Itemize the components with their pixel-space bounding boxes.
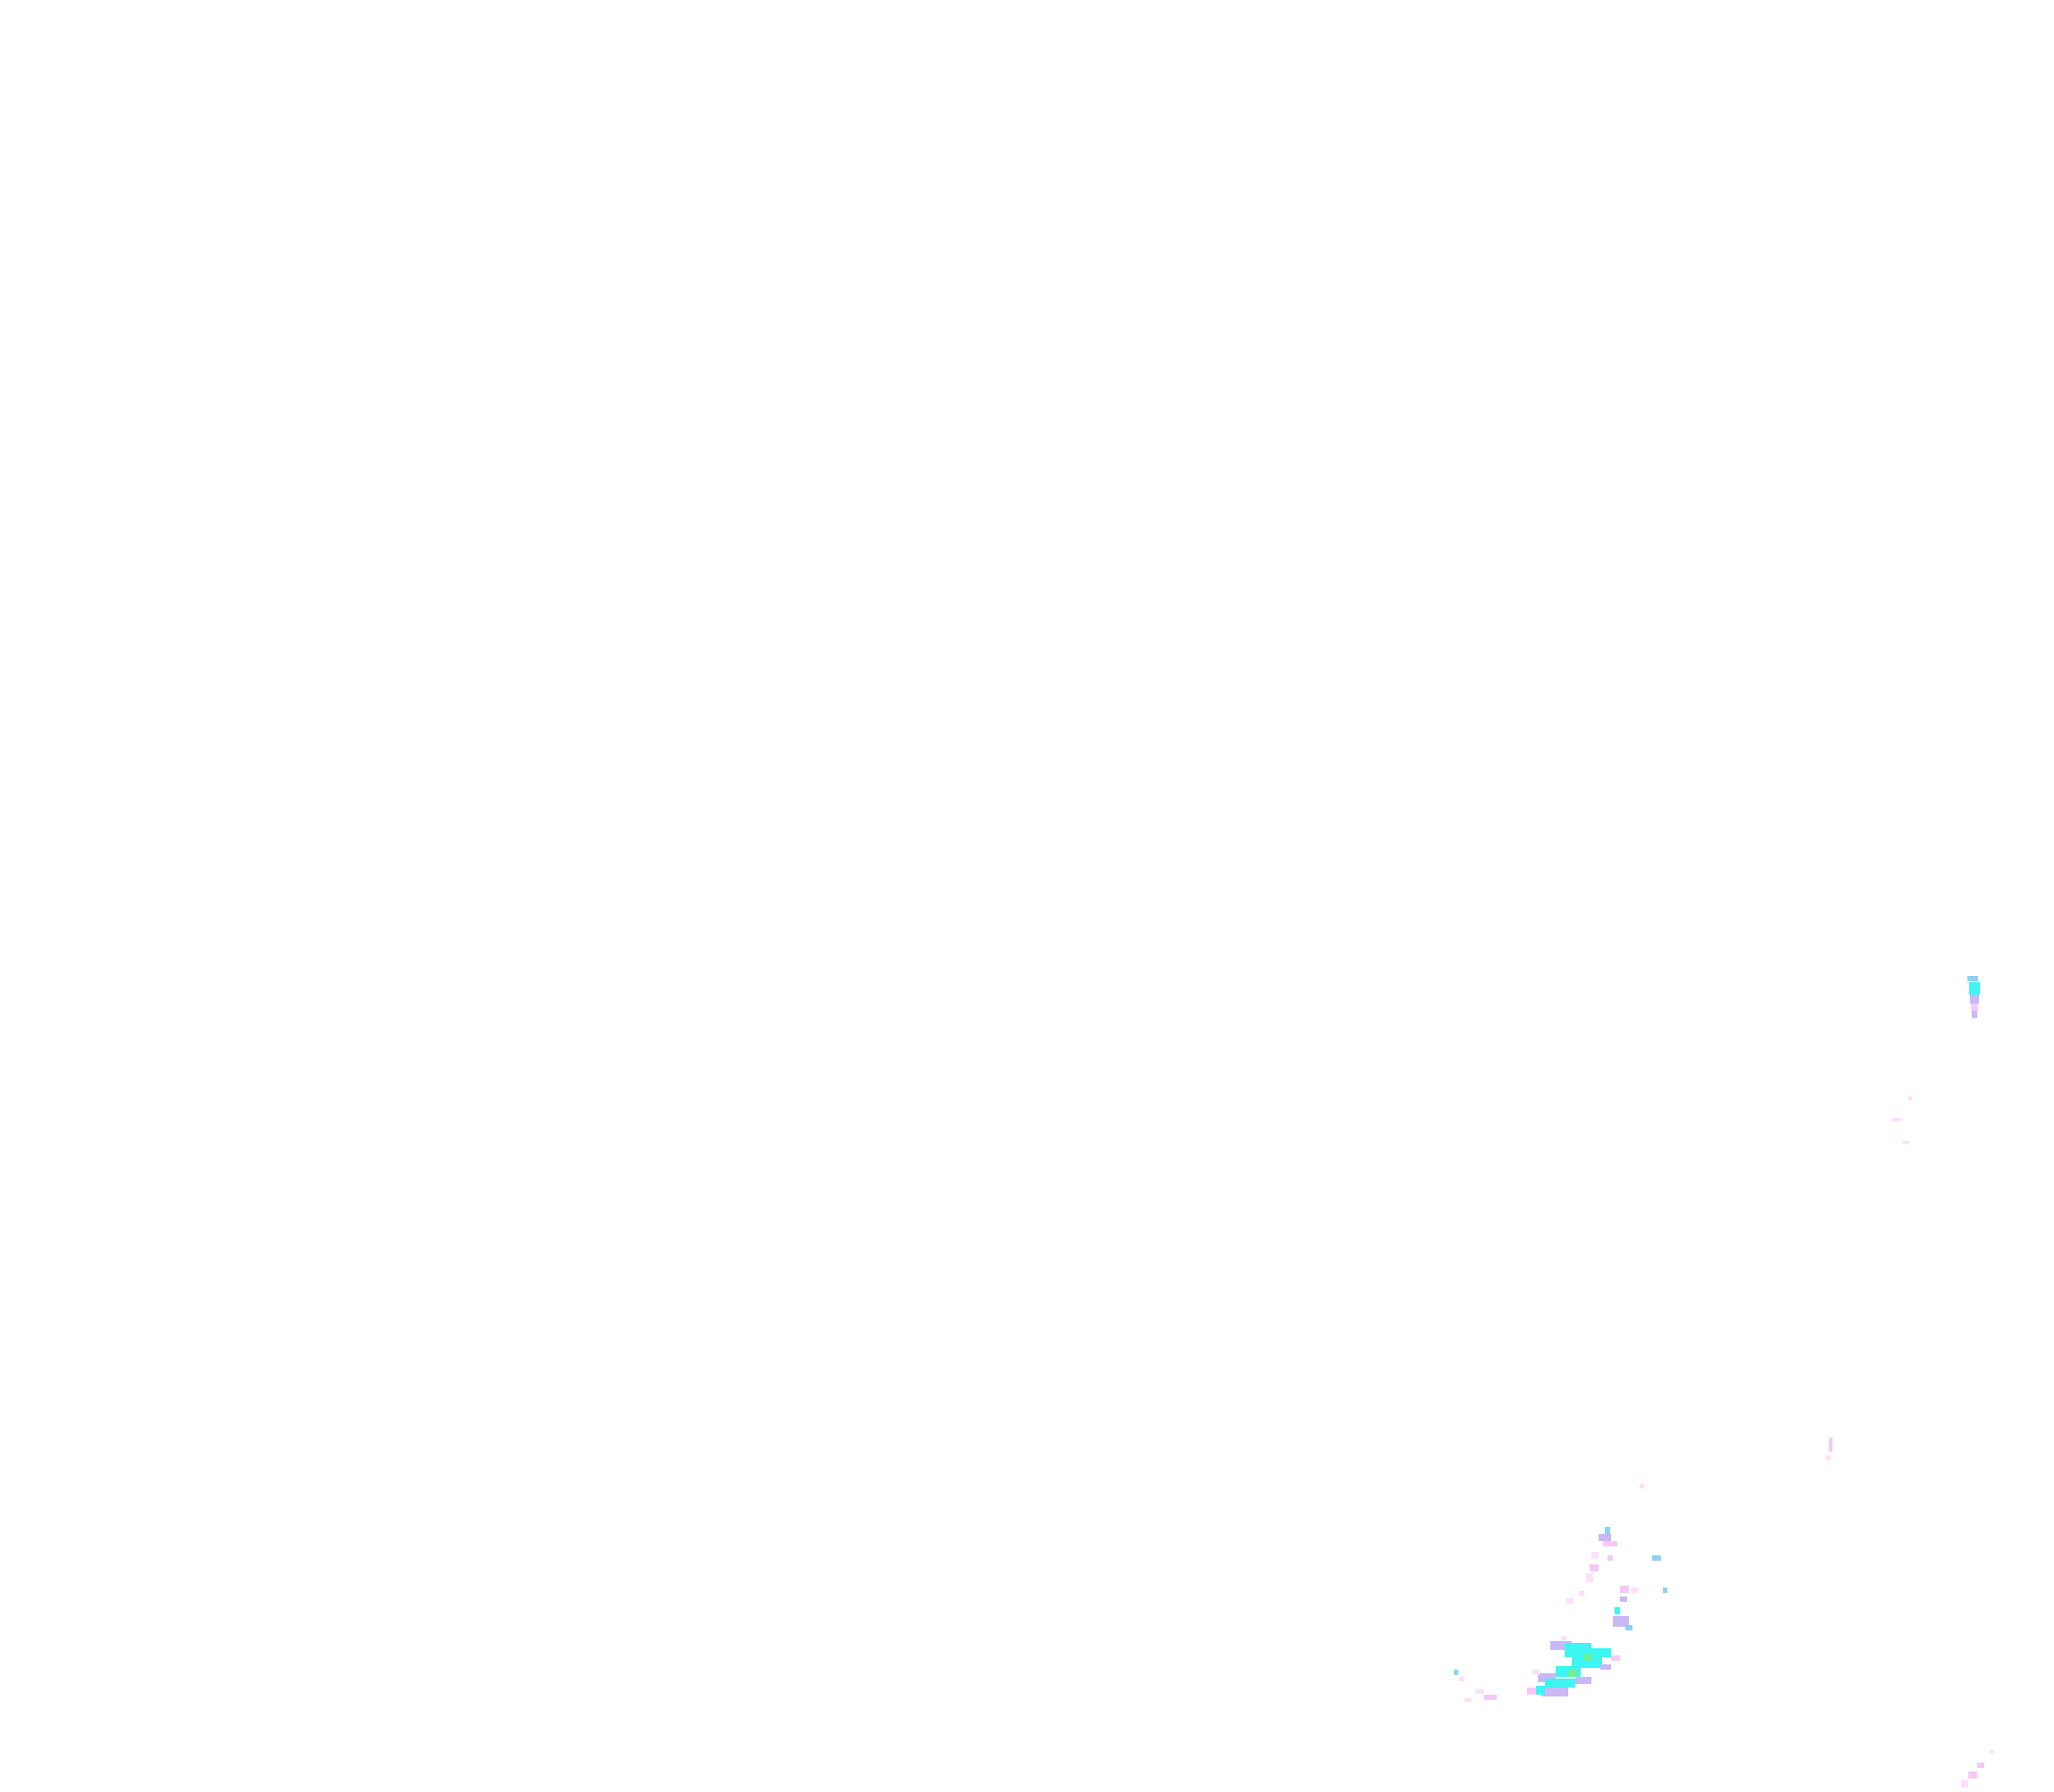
echo-cell [1631,1588,1638,1593]
echo-core [1591,1648,1611,1657]
echo-cell [1561,1636,1566,1640]
echo-cell [1566,1598,1574,1604]
echo-cell [1484,1695,1497,1700]
echo-cell [1891,1118,1902,1121]
echo-cell [1600,1664,1611,1670]
echo-cell [1454,1670,1458,1675]
echo-cell [1908,1096,1912,1100]
echo-core [1575,1677,1591,1684]
echo-cell [1640,1484,1644,1488]
echo-cell [1826,1455,1831,1461]
echo-cell [1972,1011,1977,1018]
echo-cell [1527,1688,1536,1695]
echo-core [1538,1673,1556,1682]
echo-cell [1971,1004,1978,1011]
echo-core [1541,1688,1568,1696]
echo-cell [1475,1689,1484,1694]
echo-cell [1961,1780,1968,1788]
echo-cell [1620,1586,1629,1593]
echo-cell [1615,1607,1620,1614]
echo-cell [1625,1625,1632,1630]
echo-cell [1605,1527,1610,1534]
echo-cell [1459,1677,1465,1681]
echo-cell [1599,1534,1611,1541]
echo-cell [1970,995,1979,1004]
echo-cell [1968,1771,1977,1779]
echo-cell [1969,982,1980,995]
echo-cell [1465,1698,1472,1702]
echo-core [1572,1657,1602,1668]
echo-cell [1620,1596,1627,1602]
echo-core [1568,1670,1577,1677]
echo-core [1536,1686,1545,1695]
echo-cell [1586,1573,1593,1582]
echo-core [1584,1654,1591,1661]
echo-cell [1990,1750,1994,1754]
echo-cell [1611,1655,1620,1661]
echo-cell [1579,1591,1584,1596]
echo-cell [1591,1552,1599,1559]
echo-cell [1613,1616,1629,1627]
echo-core [1545,1679,1575,1688]
echo-cell [1663,1588,1667,1593]
echo-cell [1902,1141,1909,1144]
echo-cell [1532,1670,1540,1675]
echo-cell [1977,1763,1984,1768]
echo-cell [1603,1541,1617,1546]
echo-cell [1607,1555,1613,1561]
echo-cell [1829,1438,1833,1452]
echo-cell [1652,1555,1661,1561]
echo-cell [1590,1564,1599,1571]
echo-cell [1967,976,1978,981]
echo-core [1550,1641,1572,1650]
